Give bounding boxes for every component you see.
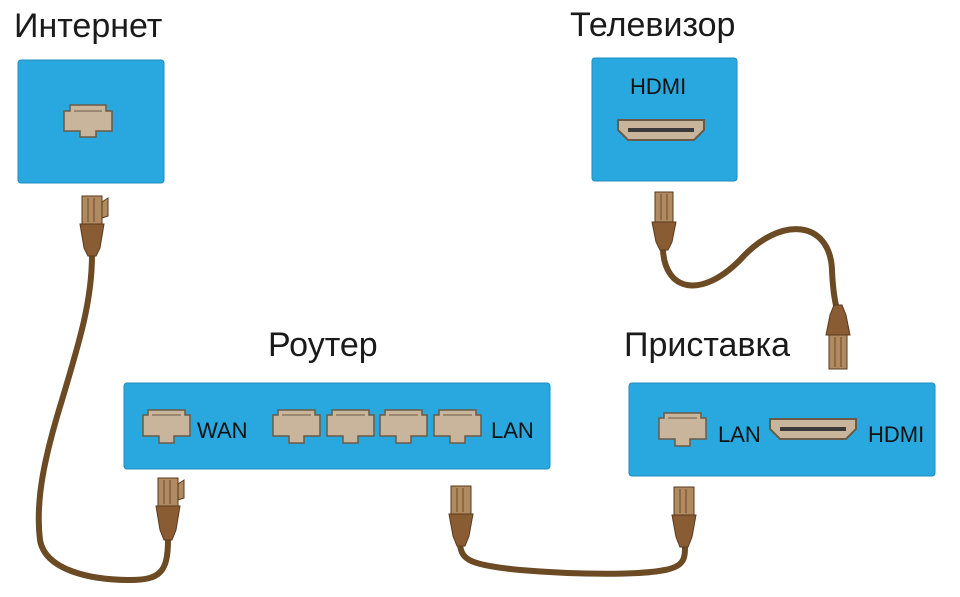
- router-lan-port-1-icon: [272, 409, 321, 444]
- cable-internet-router: [35, 252, 171, 583]
- router-lan-plug-icon: [448, 485, 474, 547]
- router-wan-port-icon: [142, 409, 191, 444]
- internet-plug-icon: [79, 195, 109, 257]
- tv-title: Телевизор: [570, 6, 735, 44]
- router-wan-label: WAN: [197, 418, 248, 443]
- internet-ethernet-port-icon: [63, 104, 113, 138]
- tv-hdmi-label: HDMI: [630, 74, 686, 99]
- cable-tv-settop: [660, 226, 841, 318]
- router-lan-label: LAN: [491, 418, 534, 443]
- settop-title: Приставка: [624, 326, 790, 364]
- settop-hdmi-port-icon: [769, 418, 857, 440]
- router-title: Роутер: [268, 326, 378, 364]
- internet-title: Интернет: [14, 7, 162, 45]
- tv-hdmi-port-icon: [617, 119, 705, 141]
- settop-hdmi-label: HDMI: [868, 422, 924, 447]
- router-lan-port-3-icon: [379, 409, 428, 444]
- settop-lan-plug-icon: [671, 486, 697, 548]
- router-wan-plug-icon: [155, 477, 185, 541]
- tv-hdmi-plug-icon: [651, 191, 677, 251]
- router-lan-port-2-icon: [326, 409, 375, 444]
- settop-lan-port-icon: [658, 412, 707, 447]
- settop-lan-label: LAN: [718, 422, 761, 447]
- cable-router-settop: [457, 542, 688, 577]
- router-lan-port-4-icon: [433, 409, 482, 444]
- settop-hdmi-plug-icon: [825, 304, 851, 370]
